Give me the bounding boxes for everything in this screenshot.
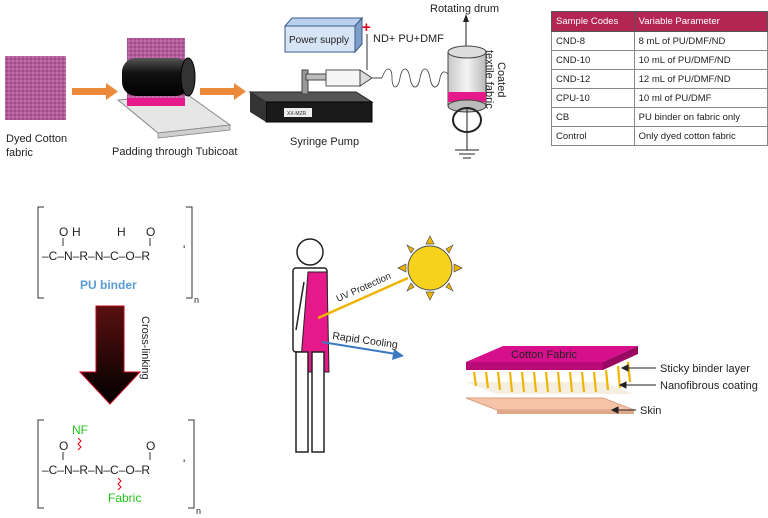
crosslinked-bracket — [37, 419, 195, 509]
positive-terminal-sign: + — [362, 19, 371, 36]
skin-layer-label: Skin — [640, 405, 661, 417]
fabric-bond-squiggle — [117, 477, 122, 491]
power-supply-box — [283, 16, 364, 54]
prime-bottom: ' — [183, 457, 185, 471]
electrospun-jet — [381, 68, 451, 88]
padding-machine — [116, 38, 232, 139]
power-supply-label: Power supply — [289, 35, 349, 46]
process-arrow-1 — [72, 83, 118, 100]
syringe-pump — [248, 69, 382, 123]
parameter-cell: PU binder on fabric only — [633, 107, 768, 127]
table-row: CPU-10 10 ml of PU/DMF — [551, 88, 768, 108]
nanofiber-layer — [466, 361, 634, 394]
header-sample-codes: Sample Codes — [551, 11, 635, 32]
pu-chain-formula: –C–N–R–N–C–O–R — [42, 249, 150, 263]
parameter-cell: 10 ml of PU/DMF — [633, 88, 768, 108]
dyed-fabric-label-line2: fabric — [6, 147, 33, 159]
cotton-fabric-layer — [466, 346, 638, 370]
cooling-arrow — [321, 341, 404, 360]
crosslinked-chain-formula: –C–N–R–N–C–O–R — [42, 463, 150, 477]
table-row: Control Only dyed cotton fabric — [551, 126, 768, 146]
table-row: CND-8 8 mL of PU/DMF/ND — [551, 31, 768, 51]
hydrogen-left: H — [72, 225, 81, 239]
crosslinking-label: Cross-linking — [139, 316, 151, 380]
rotating-drum-label: Rotating drum — [430, 3, 499, 15]
sample-code-cell: CND-12 — [551, 69, 635, 89]
repeat-subscript-top: n — [194, 295, 199, 305]
nf-bond-squiggle — [77, 437, 82, 451]
parameter-cell: 12 mL of PU/DMF/ND — [633, 69, 768, 89]
layer-pointers — [610, 364, 656, 414]
sample-code-cell: CND-10 — [551, 50, 635, 70]
human-figure — [292, 238, 330, 453]
process-arrow-2 — [200, 83, 246, 100]
carbonyl-o-right: O — [146, 225, 155, 239]
carbonyl-o-left-2: O — [59, 439, 68, 453]
crosslinking-arrow — [78, 305, 142, 405]
table-header-row: Sample Codes Variable Parameter — [551, 11, 768, 32]
binder-layer-label: Sticky binder layer — [660, 363, 750, 375]
padding-label: Padding through Tubicoat — [112, 146, 237, 158]
sample-code-cell: CND-8 — [551, 31, 635, 51]
table-row: CB PU binder on fabric only — [551, 107, 768, 127]
prime-top: ' — [183, 243, 185, 257]
sample-code-cell: CPU-10 — [551, 88, 635, 108]
sun-icon — [397, 235, 463, 301]
skin-layer — [465, 397, 635, 414]
parameter-cell: 10 mL of PU/DMF/ND — [633, 50, 768, 70]
sample-code-cell: Control — [551, 126, 635, 146]
syringe-pump-label: Syringe Pump — [290, 136, 359, 148]
uv-arrow — [317, 276, 409, 320]
nf-label: NF — [72, 423, 88, 437]
header-variable-parameter: Variable Parameter — [633, 11, 768, 32]
cotton-fabric-label: Cotton Fabric — [511, 349, 578, 361]
fabric-label: Fabric — [108, 491, 141, 505]
carbonyl-o-left: O — [59, 225, 68, 239]
pu-binder-label: PU binder — [80, 278, 137, 292]
pump-display-text: XX-MZR — [287, 111, 307, 117]
pu-binder-bracket — [37, 206, 193, 299]
hydrogen-right: H — [117, 225, 126, 239]
repeat-subscript-bottom: n — [196, 506, 201, 516]
parameter-cell: 8 mL of PU/DMF/ND — [633, 31, 768, 51]
nanofiber-layer-label: Nanofibrous coating — [660, 380, 758, 392]
sample-parameter-table: Sample Codes Variable Parameter CND-8 8 … — [551, 11, 768, 146]
sample-code-cell: CB — [551, 107, 635, 127]
rotating-drum — [447, 14, 487, 159]
dyed-fabric-swatch — [5, 56, 66, 120]
parameter-cell: Only dyed cotton fabric — [633, 126, 768, 146]
table-row: CND-12 12 mL of PU/DMF/ND — [551, 69, 768, 89]
carbonyl-o-right-2: O — [146, 439, 155, 453]
table-row: CND-10 10 mL of PU/DMF/ND — [551, 50, 768, 70]
dyed-fabric-label-line1: Dyed Cotton — [6, 133, 67, 145]
solution-label: ND+ PU+DMF — [373, 33, 444, 45]
coated-label-line2: textile fabric — [483, 50, 495, 109]
coated-label-line1: Coated — [495, 62, 507, 97]
